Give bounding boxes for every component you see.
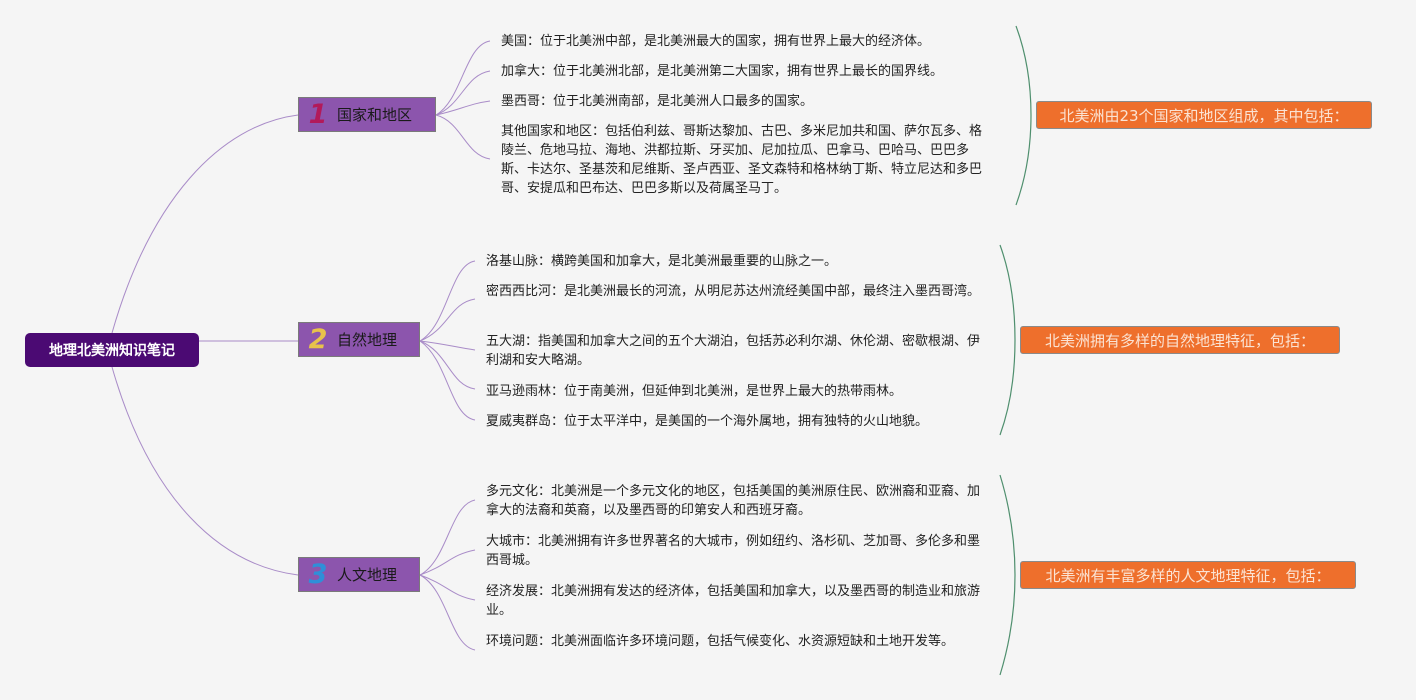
branch-label: 国家和地区	[337, 106, 413, 124]
leaf-item[interactable]: 经济发展：北美洲拥有发达的经济体，包括美国和加拿大，以及墨西哥的制造业和旅游业。	[486, 584, 981, 618]
branch3-leaf-line	[419, 499, 476, 576]
branch1-leaf-line	[435, 40, 491, 116]
summary-physical-geography[interactable]: 北美洲拥有多样的自然地理特征，包括：	[1020, 326, 1340, 354]
leaf-item[interactable]: 大城市：北美洲拥有许多世界著名的大城市，例如纽约、洛杉矶、芝加哥、多伦多和墨西哥…	[486, 534, 981, 568]
branch-physical-geography[interactable]: 2 自然地理	[298, 322, 420, 357]
branch2-leaf-line	[419, 298, 476, 342]
branch2-leaf-line	[419, 340, 476, 390]
leaf-item[interactable]: 夏威夷群岛：位于太平洋中，是美国的一个海外属地，拥有独特的火山地貌。	[486, 414, 929, 429]
bracket-2	[999, 244, 1016, 436]
leaf-item[interactable]: 五大湖：指美国和加拿大之间的五个大湖泊，包括苏必利尔湖、休伦湖、密歇根湖、伊利湖…	[486, 334, 981, 368]
branch3-leaf-line	[419, 549, 476, 576]
summary-human-geography[interactable]: 北美洲有丰富多样的人文地理特征，包括：	[1020, 561, 1356, 589]
branch3-leaf-line	[419, 574, 476, 601]
leaf-item[interactable]: 环境问题：北美洲面临许多环境问题，包括气候变化、水资源短缺和土地开发等。	[486, 634, 955, 649]
branch2-leaf-line	[419, 340, 476, 421]
leaf-item[interactable]: 加拿大：位于北美洲北部，是北美洲第二大国家，拥有世界上最长的国界线。	[501, 64, 944, 79]
number-3-icon: 3	[308, 559, 328, 590]
number-2-icon: 2	[308, 324, 328, 355]
leaf-item[interactable]: 其他国家和地区：包括伯利兹、哥斯达黎加、古巴、多米尼加共和国、萨尔瓦多、格陵兰、…	[501, 124, 983, 196]
branch1-leaf-line	[435, 114, 491, 160]
leaf-item[interactable]: 洛基山脉：横跨美国和加拿大，是北美洲最重要的山脉之一。	[486, 254, 838, 269]
leaf-item[interactable]: 美国：位于北美洲中部，是北美洲最大的国家，拥有世界上最大的经济体。	[501, 34, 931, 49]
branch1-leaf-line	[435, 70, 491, 116]
summary-countries[interactable]: 北美洲由23个国家和地区组成，其中包括：	[1036, 101, 1372, 129]
branch-human-geography[interactable]: 3 人文地理	[298, 557, 420, 592]
number-1-icon: 1	[308, 99, 328, 130]
root-topic-label: 地理北美洲知识笔记	[49, 343, 175, 359]
bracket-1	[1015, 25, 1032, 206]
leaf-item[interactable]: 亚马逊雨林：位于南美洲，但延伸到北美洲，是世界上最大的热带雨林。	[486, 384, 903, 399]
branch-label: 人文地理	[337, 566, 398, 584]
leaf-item[interactable]: 密西西比河：是北美洲最长的河流，从明尼苏达州流经美国中部，最终注入墨西哥湾。	[486, 284, 981, 299]
branch2-leaf-line	[419, 260, 476, 342]
root-branch3-line	[111, 366, 299, 576]
branch-countries[interactable]: 1 国家和地区	[298, 97, 436, 132]
bracket-3	[999, 474, 1016, 676]
root-topic[interactable]: 地理北美洲知识笔记	[25, 333, 199, 367]
leaf-item[interactable]: 多元文化：北美洲是一个多元文化的地区，包括美国的美洲原住民、欧洲裔和亚裔、加拿大…	[486, 484, 981, 518]
root-branch1-line	[111, 114, 299, 334]
branch3-leaf-line	[419, 574, 476, 651]
branch-label: 自然地理	[337, 331, 398, 349]
branch2-leaf-line	[419, 340, 476, 351]
branch1-leaf-line	[435, 100, 491, 116]
leaf-item[interactable]: 墨西哥：位于北美洲南部，是北美洲人口最多的国家。	[501, 94, 814, 109]
